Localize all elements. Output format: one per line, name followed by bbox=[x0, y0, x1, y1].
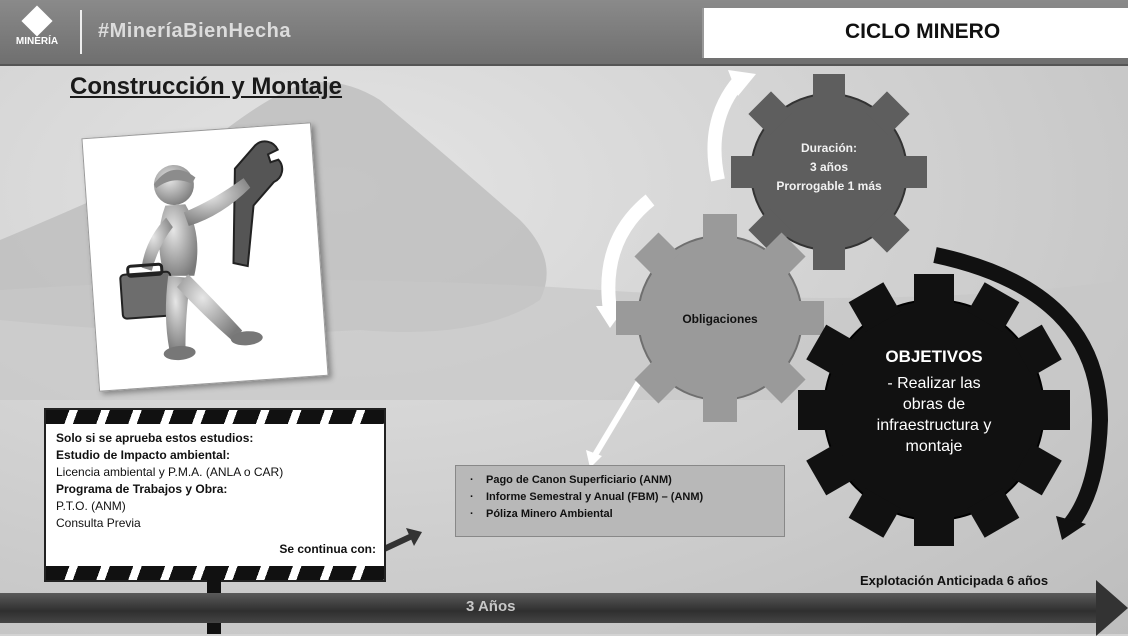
hashtag: #MineríaBienHecha bbox=[98, 20, 292, 42]
objetivos-heading: OBJETIVOS bbox=[885, 347, 983, 366]
list-item: Póliza Minero Ambiental bbox=[470, 506, 784, 523]
worker-illustration bbox=[81, 122, 329, 392]
timeline-arrow-head-icon bbox=[1096, 580, 1128, 636]
connector-arrow-head-icon bbox=[586, 450, 602, 468]
section-title-box bbox=[702, 8, 1128, 58]
objetivos-line-2: obras de bbox=[902, 396, 966, 413]
duracion-heading: Duración: bbox=[800, 141, 857, 155]
page-title: Construcción y Montaje bbox=[70, 73, 343, 100]
list-item: Pago de Canon Superficiario (ANM) bbox=[470, 472, 784, 489]
pto-detail: P.T.O. (ANM) bbox=[56, 499, 126, 513]
worker-with-wrench-icon bbox=[119, 140, 284, 361]
curved-arrow-top bbox=[707, 75, 746, 182]
gear-obligaciones bbox=[616, 214, 824, 422]
connector-arrow bbox=[592, 378, 643, 457]
section-title: CICLO MINERO bbox=[845, 20, 1001, 43]
explotacion-label: Explotación Anticipada 6 años bbox=[860, 573, 1049, 588]
objetivos-text: OBJETIVOS - Realizar las obras de infrae… bbox=[846, 346, 1022, 457]
sign-continue-text: Se continua con: bbox=[279, 542, 376, 556]
sign-stripe-top bbox=[46, 410, 384, 424]
objetivos-line-1: - Realizar las bbox=[887, 375, 981, 392]
gear-objetivos bbox=[798, 274, 1070, 546]
consulta-previa: Consulta Previa bbox=[56, 516, 141, 530]
sign-content: Solo si se aprueba estos estudios: Estud… bbox=[56, 430, 283, 532]
obligaciones-label: Obligaciones bbox=[682, 312, 758, 326]
timeline-label: 3 Años bbox=[466, 598, 516, 615]
arrow-head-right-icon bbox=[1056, 516, 1086, 540]
duracion-extension: Prorrogable 1 más bbox=[776, 179, 882, 193]
obligations-list: Pago de Canon Superficiario (ANM) Inform… bbox=[455, 465, 785, 537]
curved-arrow-right bbox=[933, 247, 1109, 530]
sign-stripe-bottom bbox=[46, 566, 384, 580]
logo-text: MINERÍA bbox=[15, 36, 59, 47]
arrow-head-top-icon bbox=[728, 70, 756, 96]
objetivos-line-4: montaje bbox=[905, 438, 963, 455]
sign-intro: Solo si se aprueba estos estudios: bbox=[56, 431, 254, 445]
list-item: Informe Semestral y Anual (FBM) – (ANM) bbox=[470, 489, 784, 506]
gear-duracion bbox=[731, 74, 927, 270]
requirements-sign: Solo si se aprueba estos estudios: Estud… bbox=[44, 408, 386, 582]
logo-divider bbox=[80, 10, 82, 54]
ministerio-logo: MINERÍA bbox=[6, 5, 68, 58]
duracion-years: 3 años bbox=[809, 160, 848, 174]
eia-heading: Estudio de Impacto ambiental: bbox=[56, 448, 231, 462]
eia-detail: Licencia ambiental y P.M.A. (ANLA o CAR) bbox=[56, 465, 284, 479]
curved-arrow-left bbox=[601, 194, 655, 311]
continue-arrow-head-icon bbox=[406, 528, 422, 546]
objetivos-line-3: infraestructura y bbox=[876, 417, 992, 434]
header-bar: MINERÍA #MineríaBienHecha CICLO MINERO bbox=[0, 0, 1128, 66]
duracion-text: Duración: 3 años Prorrogable 1 más bbox=[770, 139, 888, 196]
continue-arrow bbox=[380, 533, 414, 553]
pto-heading: Programa de Trabajos y Obra: bbox=[56, 482, 228, 496]
timeline-bar bbox=[0, 593, 1110, 623]
